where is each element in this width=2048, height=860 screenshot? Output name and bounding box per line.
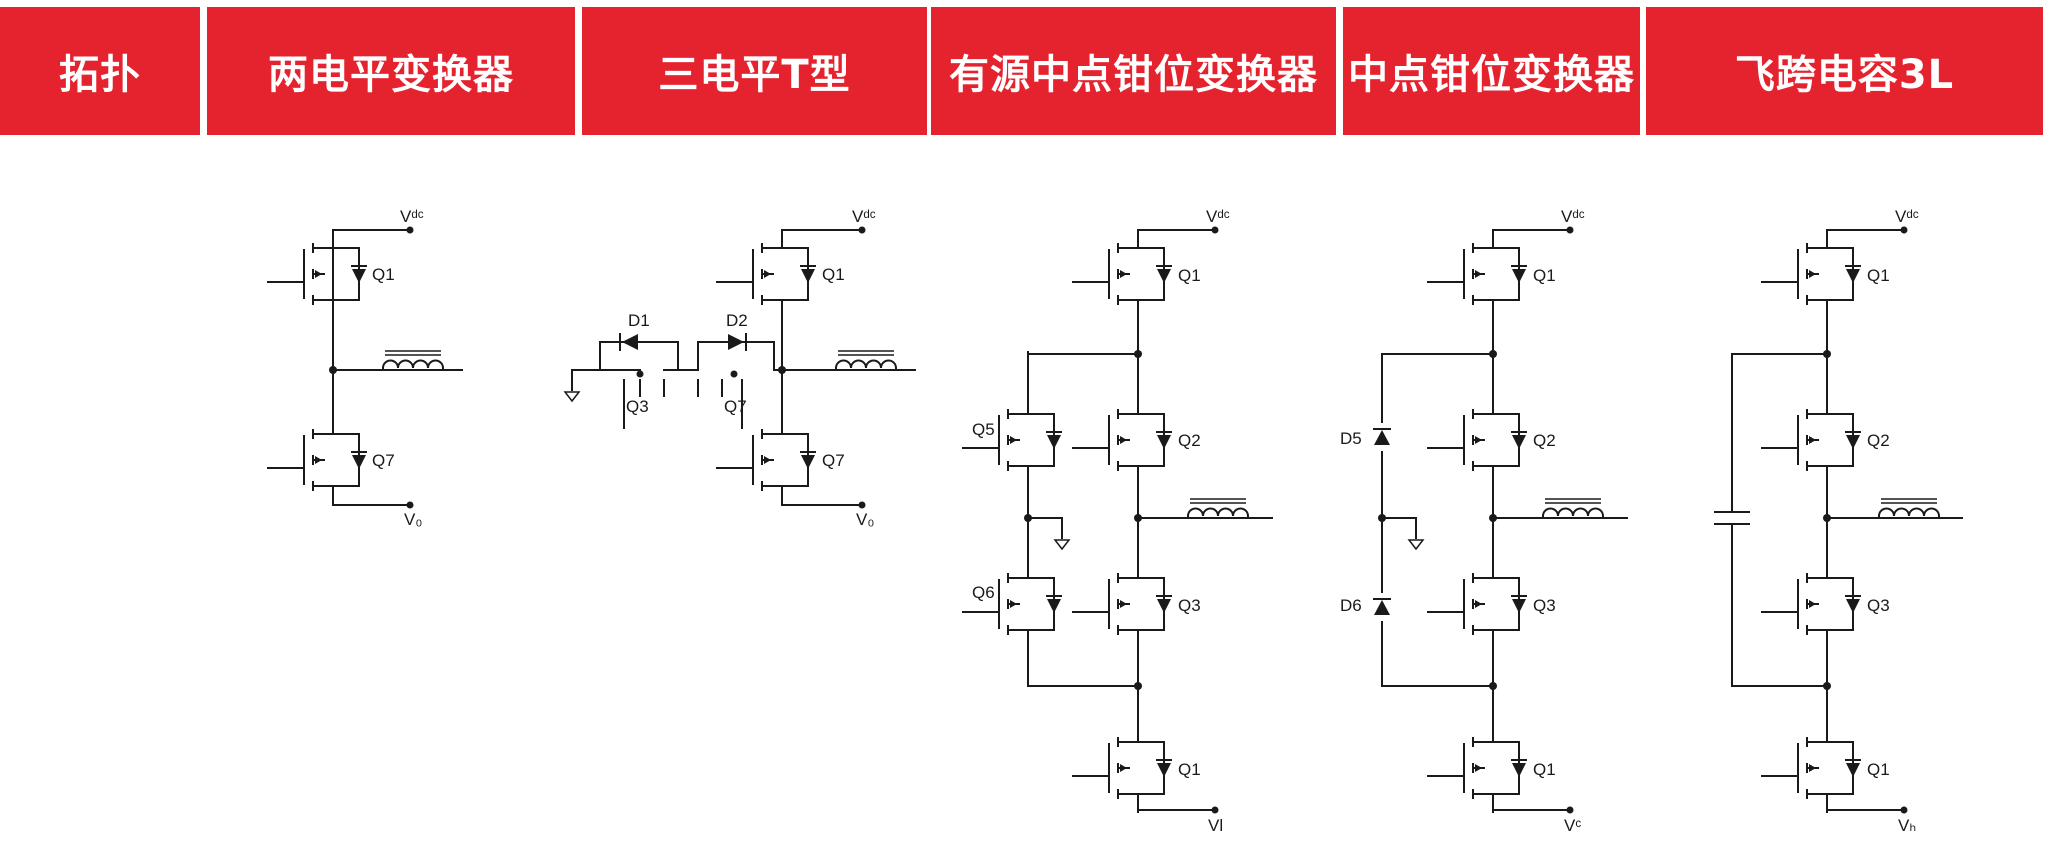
q7-label: Q7 bbox=[372, 451, 395, 470]
q7-label: Q7 bbox=[822, 451, 845, 470]
q5-label: Q5 bbox=[972, 420, 995, 439]
q1-label: Q1 bbox=[372, 265, 395, 284]
q1-label: Q1 bbox=[1178, 266, 1201, 285]
diagram-two-level: Vᵈᶜ V₀ Q1 Q7 bbox=[267, 207, 463, 529]
vout-label: Vᶜ bbox=[1564, 816, 1581, 835]
d1-label: D1 bbox=[628, 311, 650, 330]
q7-aux-label: Q7 bbox=[724, 397, 747, 416]
vdc-label: Vᵈᶜ bbox=[1561, 207, 1585, 226]
vout-label: V₀ bbox=[856, 510, 874, 529]
header-three-level-t-type: 三电平T型 bbox=[582, 7, 927, 135]
q3-label: Q3 bbox=[1867, 596, 1890, 615]
q1-label: Q1 bbox=[822, 265, 845, 284]
header-flying-capacitor-3l: 飞跨电容3L bbox=[1646, 7, 2043, 135]
vout-label: Vₕ bbox=[1898, 816, 1916, 835]
diagram-flying-capacitor: Vᵈᶜ Vₕ Q1 Q2 Q3 Q1 bbox=[1714, 207, 1963, 835]
d2-label: D2 bbox=[726, 311, 748, 330]
vdc-label: Vᵈᶜ bbox=[1206, 207, 1230, 226]
q3-label: Q3 bbox=[1178, 596, 1201, 615]
header-npc-converter: 中点钳位变换器 bbox=[1343, 7, 1640, 135]
vout-label: Vl bbox=[1208, 816, 1223, 835]
q6-label: Q6 bbox=[972, 583, 995, 602]
q3-label: Q3 bbox=[1533, 596, 1556, 615]
vdc-label: Vᵈᶜ bbox=[400, 207, 424, 226]
q4-label: Q1 bbox=[1178, 760, 1201, 779]
d6-label: D6 bbox=[1340, 596, 1362, 615]
vdc-label: Vᵈᶜ bbox=[1895, 207, 1919, 226]
q2-label: Q2 bbox=[1867, 431, 1890, 450]
q1-label: Q1 bbox=[1533, 266, 1556, 285]
q2-label: Q2 bbox=[1533, 431, 1556, 450]
diagram-t-type: Vᵈᶜ V₀ Q1 Q7 D1 D2 Q3 Q7 bbox=[564, 207, 916, 529]
d5-label: D5 bbox=[1340, 429, 1362, 448]
vdc-label: Vᵈᶜ bbox=[852, 207, 876, 226]
vout-label: V₀ bbox=[404, 510, 422, 529]
q4-label: Q1 bbox=[1867, 760, 1890, 779]
q3-label: Q3 bbox=[626, 397, 649, 416]
diagram-anpc: Vᵈᶜ Vl Q1 Q2 Q3 Q1 Q5 Q6 bbox=[962, 207, 1273, 835]
q4-label: Q1 bbox=[1533, 760, 1556, 779]
header-active-npc-converter: 有源中点钳位变换器 bbox=[931, 7, 1336, 135]
q1-label: Q1 bbox=[1867, 266, 1890, 285]
header-topology: 拓扑 bbox=[0, 7, 200, 135]
diagram-npc: Vᵈᶜ Vᶜ Q1 Q2 Q3 Q1 D5 D6 bbox=[1340, 207, 1628, 835]
q2-label: Q2 bbox=[1178, 431, 1201, 450]
header-two-level-converter: 两电平变换器 bbox=[207, 7, 575, 135]
